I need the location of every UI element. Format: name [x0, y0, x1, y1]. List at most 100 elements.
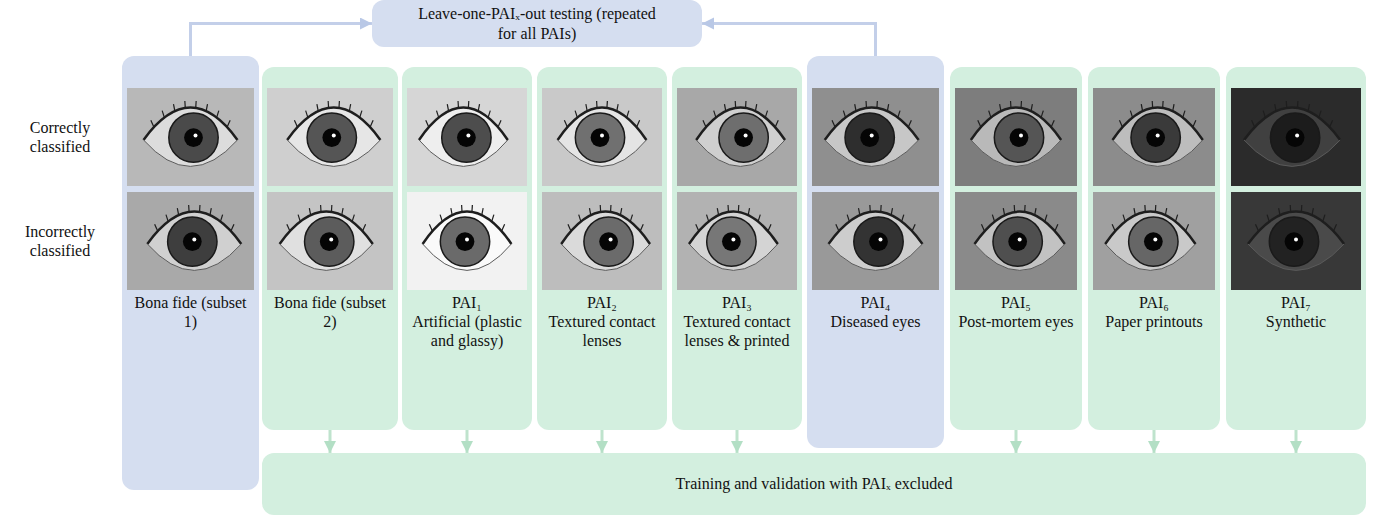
eyelash [195, 101, 197, 108]
eyelash [342, 208, 343, 215]
eyelash [630, 215, 632, 222]
sclera [280, 212, 373, 271]
eye-photo [677, 192, 797, 290]
sclera [689, 212, 778, 271]
iris [854, 217, 903, 266]
eyelash [640, 224, 643, 231]
iris [994, 113, 1043, 162]
eyelash [1263, 111, 1265, 118]
highlight [1153, 238, 1157, 242]
pupil [322, 128, 341, 147]
eyelash [703, 120, 706, 127]
pupil [456, 232, 475, 251]
eye-photo [267, 88, 393, 186]
train-column: PAI₁Artificial (plastic and glassy) [402, 67, 532, 430]
eyelash [1252, 120, 1255, 127]
eyelash [992, 215, 994, 222]
eyelash [206, 104, 207, 111]
eyelash [461, 205, 463, 212]
connector-arrow [191, 24, 373, 57]
photo-ground [812, 88, 939, 186]
eyelash [891, 208, 892, 215]
eyelash [1301, 205, 1303, 212]
pai-heading: PAI₁ [452, 293, 482, 312]
sclera [975, 212, 1065, 271]
eyelash [294, 120, 297, 127]
lower-lid [1105, 244, 1195, 270]
iris [169, 113, 218, 162]
eyelid [1244, 108, 1340, 140]
sclera [829, 212, 923, 271]
eye-photo [955, 192, 1077, 290]
eyelash [748, 208, 749, 215]
eyelash [1155, 205, 1157, 212]
highlight [192, 238, 196, 242]
eyelash [865, 101, 867, 108]
iris-group [575, 113, 624, 162]
iris-group [707, 217, 756, 266]
eyelash [707, 215, 709, 222]
train-column: PAI₂Textured contact lenses [537, 67, 667, 430]
sclera [419, 108, 508, 167]
highlight [870, 134, 874, 138]
eyelash [1308, 104, 1309, 111]
iris-group [584, 217, 633, 266]
eyelash [426, 120, 429, 127]
eyelash [1290, 205, 1292, 212]
pupil [599, 232, 618, 251]
connector-arrow [702, 24, 876, 57]
iris [168, 217, 217, 266]
photo-ground [127, 192, 254, 290]
iris [1269, 217, 1318, 266]
eyelash [908, 120, 911, 127]
photo-ground [955, 88, 1077, 186]
eyelid [825, 108, 919, 140]
iris [575, 113, 624, 162]
eyelash [978, 120, 981, 127]
eyelash [482, 208, 483, 215]
iris-group [1270, 113, 1319, 162]
eyelash [184, 101, 186, 108]
iris-group [440, 217, 489, 266]
highlight [1019, 134, 1023, 138]
iris [307, 113, 356, 162]
eyelash [575, 111, 577, 118]
photo-ground [1093, 192, 1215, 290]
eyelash [564, 120, 567, 127]
iris [305, 217, 354, 266]
pupil [457, 128, 476, 147]
lower-lid [1113, 140, 1203, 166]
sclera [423, 212, 512, 271]
eyelash [1323, 215, 1325, 222]
eyelash [724, 104, 725, 111]
eye-photo [677, 88, 797, 186]
sclera [561, 212, 650, 271]
eyelash [1141, 104, 1142, 111]
eyelash [447, 104, 448, 111]
highlight [609, 238, 613, 242]
eyelash [765, 111, 767, 118]
pai-heading: PAI₂ [587, 293, 617, 312]
eyelash [832, 120, 835, 127]
eyelash [836, 224, 839, 231]
eye-photo [1093, 88, 1215, 186]
connector-arrow [329, 430, 332, 453]
sclera [147, 212, 241, 271]
eyelash [151, 120, 154, 127]
eyelash [610, 205, 612, 212]
highlight [465, 238, 469, 242]
eyelid [280, 212, 373, 244]
eyelash [738, 205, 740, 212]
highlight [879, 238, 883, 242]
eye-photo [955, 88, 1077, 186]
eyelash [989, 111, 991, 118]
photo-ground [1231, 88, 1361, 186]
eyelash [1119, 120, 1122, 127]
highlight [1295, 134, 1299, 138]
train-column: PAI₅Post-mortem eyes [950, 67, 1082, 430]
eyelash [775, 120, 778, 127]
lower-lid [561, 244, 650, 270]
node-label: Textured contact lenses [545, 312, 659, 350]
iris-group [993, 217, 1042, 266]
